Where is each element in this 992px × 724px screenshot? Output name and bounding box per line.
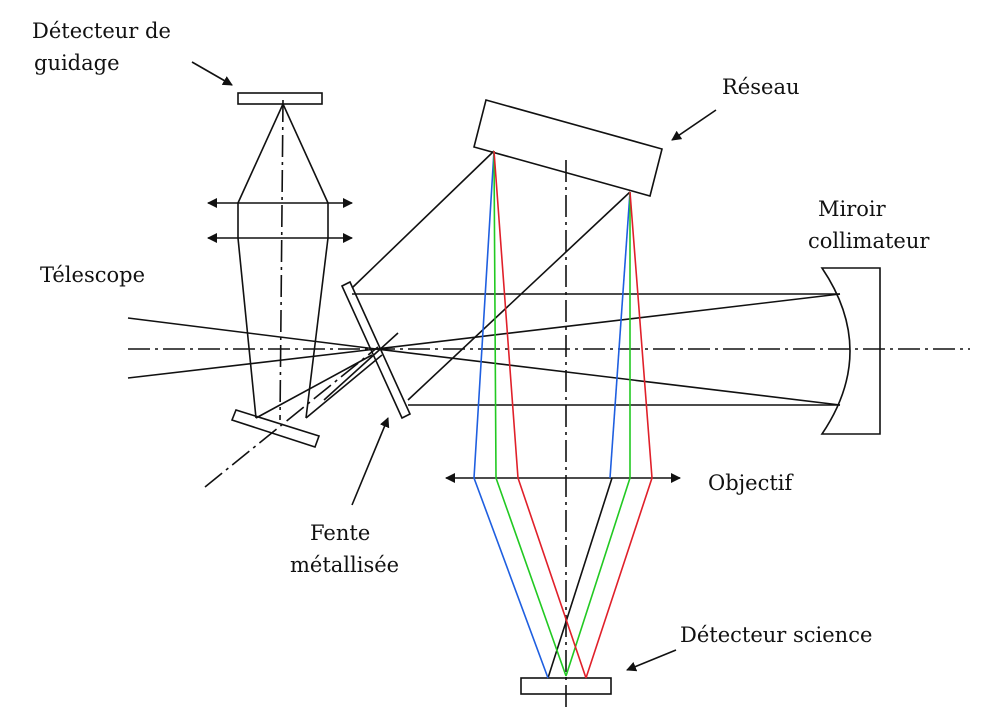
label-objectif: Objectif (708, 471, 793, 495)
arrow-reseau (671, 109, 717, 141)
guide-detector (237, 92, 323, 105)
red-rays (493, 150, 653, 679)
label-telescope: Télescope (40, 263, 145, 287)
collimated-beam (351, 150, 840, 406)
collimator-mirror (820, 267, 881, 435)
label-miroir: Miroir (818, 197, 886, 221)
guide-optics (207, 92, 399, 448)
arrow-fente (351, 417, 390, 506)
label-metallisee: métallisée (290, 553, 400, 577)
label-guide-detector-line2: guidage (34, 51, 120, 75)
grating (473, 99, 663, 197)
label-detecteur-science: Détecteur science (680, 623, 873, 647)
arrow-guide-detector (191, 61, 233, 86)
arrow-science-detector (626, 649, 677, 672)
science-detector (520, 677, 612, 695)
label-fente: Fente (310, 521, 371, 545)
label-reseau: Réseau (722, 75, 800, 99)
green-rays (493, 150, 631, 677)
slit-mirror (340, 280, 412, 420)
label-collimateur: collimateur (808, 229, 930, 253)
label-guide-detector-line1: Détecteur de (32, 19, 171, 43)
guide-fold-mirror (230, 409, 321, 448)
guide-axis (279, 99, 284, 421)
blue-rays (473, 150, 631, 679)
tilted-axis (204, 346, 379, 488)
